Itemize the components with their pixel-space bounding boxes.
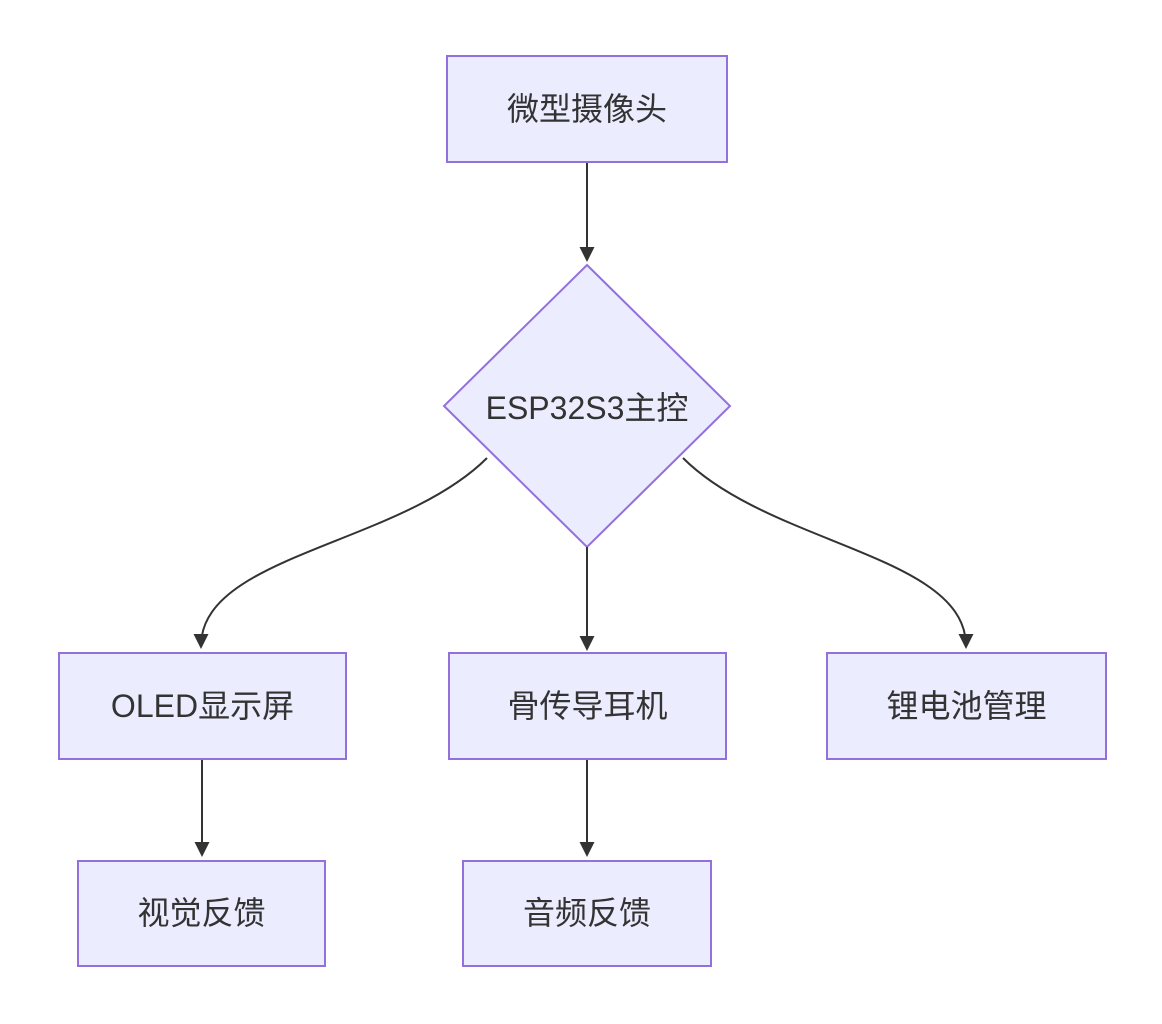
node-visual: 视觉反馈 (77, 860, 326, 967)
node-bone: 骨传导耳机 (448, 652, 727, 760)
node-mcu: ESP32S3主控 (447, 376, 727, 436)
node-battery: 锂电池管理 (826, 652, 1107, 760)
node-mcu-label: ESP32S3主控 (485, 390, 689, 426)
node-bone-label: 骨传导耳机 (507, 687, 668, 724)
node-battery-label: 锂电池管理 (886, 687, 1047, 724)
node-visual-label: 视觉反馈 (137, 895, 266, 932)
node-camera-label: 微型摄像头 (506, 90, 667, 127)
edge-mcu-to-battery (682, 457, 974, 649)
node-audio-label: 音频反馈 (522, 895, 651, 932)
node-oled: OLED显示屏 (58, 652, 347, 760)
node-camera: 微型摄像头 (446, 55, 728, 163)
node-oled-label: OLED显示屏 (110, 687, 295, 724)
edge-mcu-to-oled (193, 457, 488, 649)
node-audio: 音频反馈 (462, 860, 712, 967)
